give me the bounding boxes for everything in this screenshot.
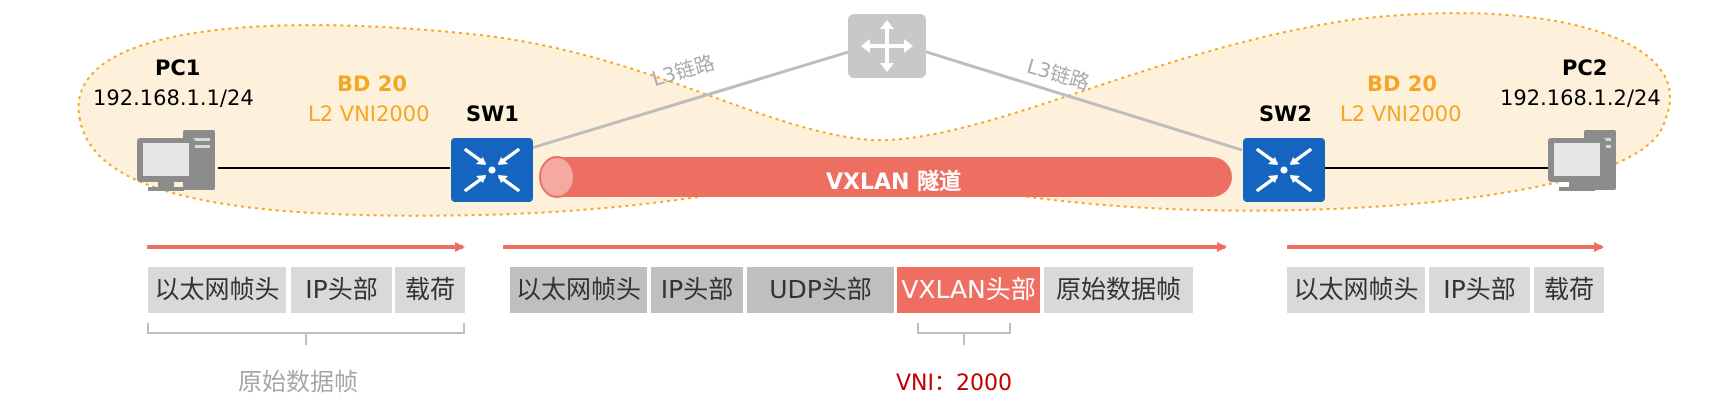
pc2-ip: 192.168.1.2/24 bbox=[1500, 86, 1661, 110]
sw1-name: SW1 bbox=[466, 102, 519, 126]
l3-link-right bbox=[919, 48, 1243, 152]
pc1-ip: 192.168.1.1/24 bbox=[93, 86, 254, 110]
frame-mid-vxlan-header: VXLAN头部 bbox=[897, 267, 1040, 313]
pc-icon bbox=[1548, 130, 1616, 191]
sw1-bd: BD 20 bbox=[337, 72, 407, 96]
frame-mid-ip-header: IP头部 bbox=[651, 267, 743, 313]
switch-icon bbox=[451, 138, 533, 202]
vxlan-tunnel bbox=[539, 156, 1232, 198]
original-frame-caption: 原始数据帧 bbox=[238, 368, 358, 396]
frame-right-ip-header: IP头部 bbox=[1429, 267, 1530, 313]
l3-link-left bbox=[524, 48, 856, 152]
tunnel-label: VXLAN 隧道 bbox=[826, 170, 962, 195]
vni-bracket bbox=[917, 323, 1011, 345]
sw1-vni: L2 VNI2000 bbox=[308, 102, 430, 126]
pc2-name: PC2 bbox=[1562, 56, 1608, 80]
switch-icon bbox=[1243, 138, 1325, 202]
vni-caption: VNI：2000 bbox=[896, 371, 1012, 396]
router-icon bbox=[848, 14, 926, 78]
frame-right-payload: 载荷 bbox=[1534, 267, 1604, 313]
sw2-name: SW2 bbox=[1259, 102, 1312, 126]
pc1-name: PC1 bbox=[155, 56, 201, 80]
frame-left-eth-header: 以太网帧头 bbox=[148, 267, 286, 313]
frame-mid-original-frame: 原始数据帧 bbox=[1044, 267, 1193, 313]
frame-left-ip-header: IP头部 bbox=[291, 267, 392, 313]
sw2-vni: L2 VNI2000 bbox=[1340, 102, 1462, 126]
original-frame-bracket bbox=[147, 323, 465, 345]
frame-mid-eth-header: 以太网帧头 bbox=[510, 267, 647, 313]
sw2-bd: BD 20 bbox=[1367, 72, 1437, 96]
pc-icon bbox=[137, 130, 215, 191]
frame-left-payload: 载荷 bbox=[395, 267, 465, 313]
frame-right-eth-header: 以太网帧头 bbox=[1287, 267, 1425, 313]
frame-mid-udp-header: UDP头部 bbox=[747, 267, 894, 313]
